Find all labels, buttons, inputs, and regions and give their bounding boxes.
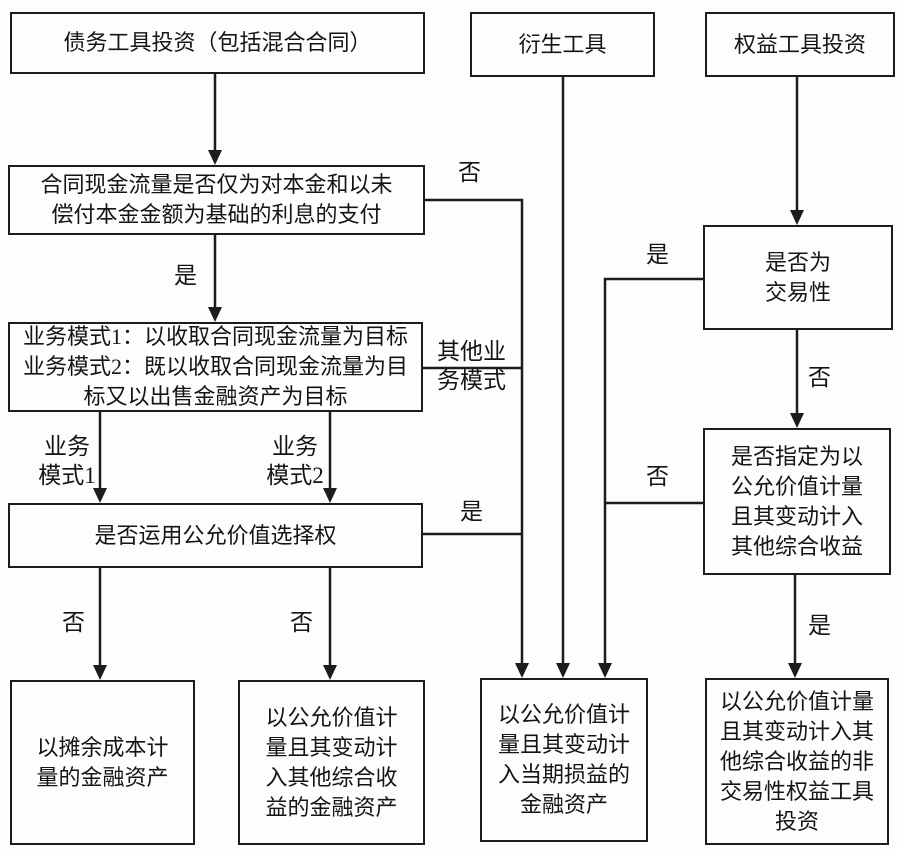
edge-label-sppi-yes: 是 (174, 263, 197, 288)
node-derivatives: 衍生工具 (470, 12, 655, 77)
node-equity-instruments: 权益工具投资 (705, 12, 895, 77)
node-is-trading: 是否为 交易性 (703, 225, 893, 330)
edge-label-business-model-1: 业务 模式1 (38, 434, 96, 488)
edge-label-fvo-no-left: 否 (62, 610, 85, 635)
node-fair-value-option: 是否运用公允价值选择权 (8, 503, 423, 568)
node-designate-fvoci: 是否指定为以 公允价值计量 且其变动计入 其他综合收益 (703, 428, 891, 575)
node-sppi-test: 合同现金流量是否仅为对本金和以未 偿付本金金额为基础的利息的支付 (8, 165, 425, 235)
node-fvtpl-assets: 以公允价值计 量且其变动计 入当期损益的 金融资产 (480, 678, 648, 842)
edge-label-business-model-2: 业务 模式2 (266, 434, 324, 488)
node-debt-instruments: 债务工具投资（包括混合合同） (10, 12, 425, 74)
edge-label-sppi-no: 否 (458, 160, 481, 185)
edge-label-designate-yes: 是 (808, 613, 831, 638)
node-business-model: 业务模式1：以收取合同现金流量为目标 业务模式2：既以收取合同现金流量为目 标又… (8, 322, 423, 412)
edge-label-fvo-no-right: 否 (290, 610, 313, 635)
node-fvoci-assets: 以公允价值计 量且其变动计 入其他综合收 益的金融资产 (238, 680, 425, 845)
node-equity-fvoci: 以公允价值计量 且其变动计入其 他综合收益的非 交易性权益工具 投资 (705, 678, 889, 845)
edge-label-designate-no: 否 (646, 464, 669, 489)
edge-label-other-business-model: 其他业 务模式 (437, 339, 506, 393)
edge-label-fvo-yes: 是 (460, 499, 483, 524)
arrowheads (93, 150, 804, 680)
edge-label-trading-no: 否 (808, 365, 831, 390)
edge-label-trading-yes: 是 (646, 242, 669, 267)
node-amortized-cost: 以摊余成本计 量的金融资产 (10, 680, 195, 845)
